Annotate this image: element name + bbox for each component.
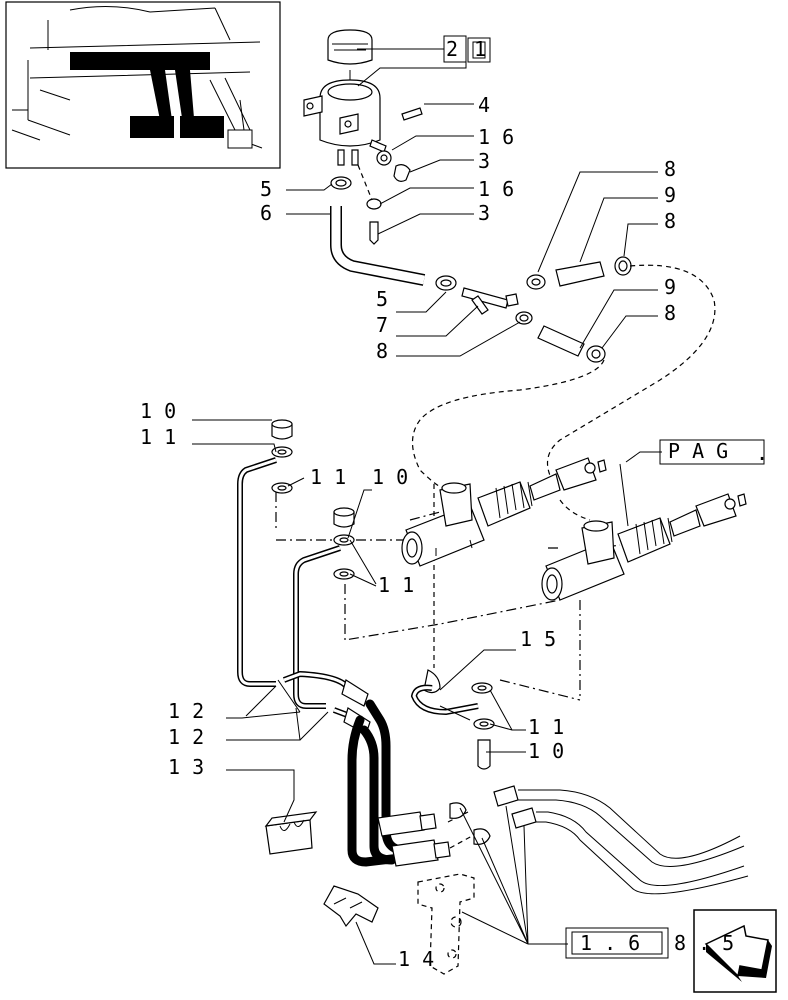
callout-3-bottom: 3: [478, 201, 490, 225]
callout-12-b: 1 2: [168, 725, 204, 749]
callout-11-c: 1 1: [378, 573, 414, 597]
reference-page-suffix: 8 . 5: [674, 931, 734, 955]
callout-10-b: 1 0: [372, 465, 408, 489]
callout-9-a: 9: [664, 183, 676, 207]
t-connector: [461, 287, 519, 315]
leader-lines: [192, 48, 662, 965]
master-cylinder-front: [401, 457, 607, 567]
callout-1: 1: [474, 37, 486, 61]
callout-8-c: 8: [664, 301, 676, 325]
callout-10-a: 1 0: [140, 399, 176, 423]
callout-11-d: 1 1: [528, 715, 564, 739]
next-page-arrow-icon[interactable]: [693, 909, 777, 993]
reference-page-boxed: 1 . 6: [580, 931, 640, 955]
callout-15: 1 5: [520, 627, 556, 651]
banjo-bolts-and-washers: [271, 419, 495, 770]
callout-5-top: 5: [260, 177, 272, 201]
callout-8-d: 8: [376, 339, 388, 363]
callout-8-a: 8: [664, 157, 676, 181]
mounting-bracket: [417, 873, 475, 975]
label-frames: [443, 35, 765, 959]
callout-14: 1 4: [398, 947, 434, 971]
callout-4: 4: [478, 93, 490, 117]
fluid-reservoir: [303, 29, 387, 166]
callout-pag: P A G: [668, 439, 728, 463]
callout-13: 1 3: [168, 755, 204, 779]
clip-14: [323, 885, 379, 928]
callout-pag-dot: .: [756, 441, 768, 465]
inset-pedal-view: [5, 1, 281, 169]
reservoir-fittings: [330, 107, 423, 245]
callout-12-a: 1 2: [168, 699, 204, 723]
callout-16-top: 1 6: [478, 125, 514, 149]
callout-2: 2: [446, 37, 458, 61]
master-cylinder-rear: [541, 493, 747, 601]
callout-16-bottom: 1 6: [478, 177, 514, 201]
callout-7: 7: [376, 313, 388, 337]
supply-hose: [330, 206, 457, 291]
callout-5-bottom: 5: [376, 287, 388, 311]
callout-11-b: 1 1: [310, 465, 346, 489]
callout-6: 6: [260, 201, 272, 225]
callout-9-b: 9: [664, 275, 676, 299]
rear-pipe-runs: [447, 785, 749, 895]
flexible-brake-hoses: [347, 699, 451, 867]
callout-3-top: 3: [478, 149, 490, 173]
rigid-brake-pipes: [237, 457, 479, 735]
callout-labels: 2 1 4 1 6 3 5 1 6 6 3 8 9 8 5 9 7 8 8 1 …: [140, 37, 768, 971]
callout-10-c: 1 0: [528, 739, 564, 763]
hose-clamps-and-pipes: [515, 256, 632, 363]
callout-8-b: 8: [664, 209, 676, 233]
callout-11-a: 1 1: [140, 425, 176, 449]
pipe-clip: [264, 811, 318, 855]
